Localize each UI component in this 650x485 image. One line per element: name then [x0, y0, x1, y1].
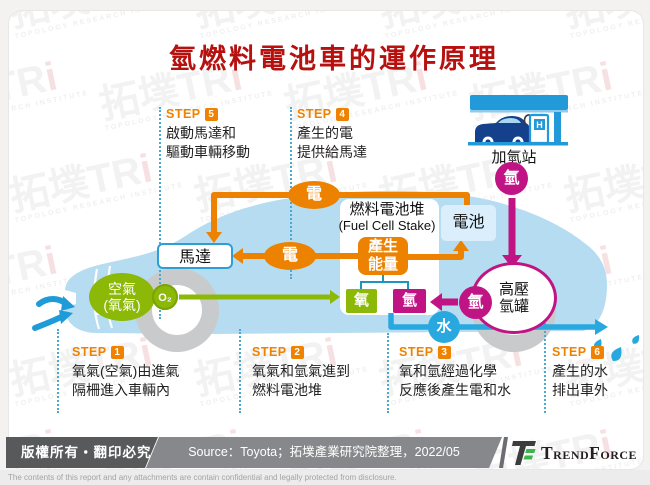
page-title: 氫燃料電池車的運作原理	[169, 44, 499, 75]
step-4-number: 4	[335, 107, 349, 121]
o2-badge: O₂	[152, 284, 178, 310]
oxygen-box: 氧	[346, 289, 377, 313]
source-banner: Source：Toyota；拓墣產業研究院整理，2022/05	[146, 437, 502, 468]
oxygen-arrowhead	[330, 290, 340, 304]
hydrogen-box: 氫	[393, 289, 426, 313]
station-label: 加氫站	[491, 149, 537, 166]
hydrogen-arrowheads	[430, 255, 522, 311]
trendforce-logo: TrendForce	[512, 439, 646, 467]
trendforce-logo-icon	[512, 441, 536, 465]
battery-box: 電池	[441, 205, 496, 241]
electricity-arrowheads	[206, 232, 469, 264]
motor-box: 馬達	[157, 243, 233, 269]
energy-output-box: 產生 能量	[358, 237, 408, 275]
copyright-banner: 版權所有‧翻印必究	[6, 437, 158, 468]
step-6-number: 6	[590, 345, 604, 359]
electricity-badge-mid: 電	[264, 242, 316, 270]
fuel-cell-title: 燃料電池堆 (Fuel Cell Stake)	[338, 201, 436, 233]
step-5-number: 5	[204, 107, 218, 121]
flow-arrows: H	[179, 95, 640, 361]
station-car-window	[498, 118, 521, 123]
pump-h-label: H	[536, 120, 543, 130]
hydrogen-badge-tank: 氫	[459, 286, 492, 319]
divider-step6	[544, 323, 546, 413]
hydrogen-paths	[442, 198, 516, 306]
divider-step5	[159, 107, 161, 319]
hydrogen-station: H	[468, 95, 568, 148]
step-1-number: 1	[110, 345, 124, 359]
air-intake-arrowheads	[59, 296, 75, 324]
disclaimer-text: The contents of this report and any atta…	[0, 470, 650, 485]
water-arrowhead	[595, 319, 608, 335]
energy-connectors	[360, 275, 409, 289]
air-oxygen-ellipse: 空氣 (氧氣)	[89, 273, 155, 321]
trendforce-wordmark: TrendForce	[541, 442, 638, 463]
footer-slash-divider	[499, 437, 508, 468]
electricity-badge-top: 電	[288, 181, 340, 209]
water-badge: 水	[428, 311, 460, 343]
step-3-number: 3	[437, 345, 451, 359]
divider-step1	[57, 329, 59, 413]
divider-step2	[239, 329, 241, 413]
step-2-number: 2	[290, 345, 304, 359]
divider-step3	[387, 333, 389, 413]
hydrogen-badge-station: 氫	[495, 162, 528, 195]
